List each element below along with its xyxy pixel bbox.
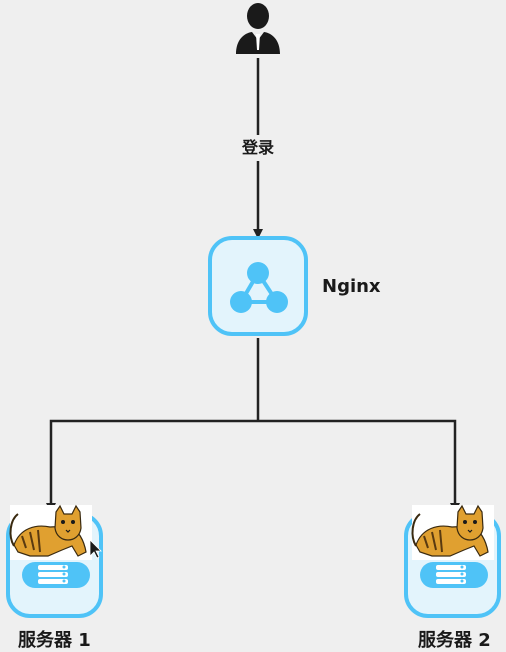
server-stack-icon — [420, 562, 488, 588]
tomcat-cat-icon — [9, 504, 92, 560]
edge-to-server1 — [46, 419, 258, 513]
login-edge-label: 登录 — [233, 135, 283, 161]
server1-label: 服务器 1 — [18, 630, 91, 651]
edge-to-server2 — [258, 419, 460, 513]
nginx-node[interactable] — [208, 236, 308, 336]
tomcat-cat-icon — [411, 504, 494, 560]
server2-label: 服务器 2 — [418, 630, 491, 651]
network-share-icon — [230, 262, 288, 313]
server-stack-icon — [22, 562, 90, 588]
server1-node[interactable] — [6, 504, 103, 618]
user-person-icon — [236, 3, 280, 54]
server2-node[interactable] — [404, 504, 501, 618]
mouse-cursor-icon — [89, 539, 102, 559]
nginx-label: Nginx — [322, 276, 381, 297]
